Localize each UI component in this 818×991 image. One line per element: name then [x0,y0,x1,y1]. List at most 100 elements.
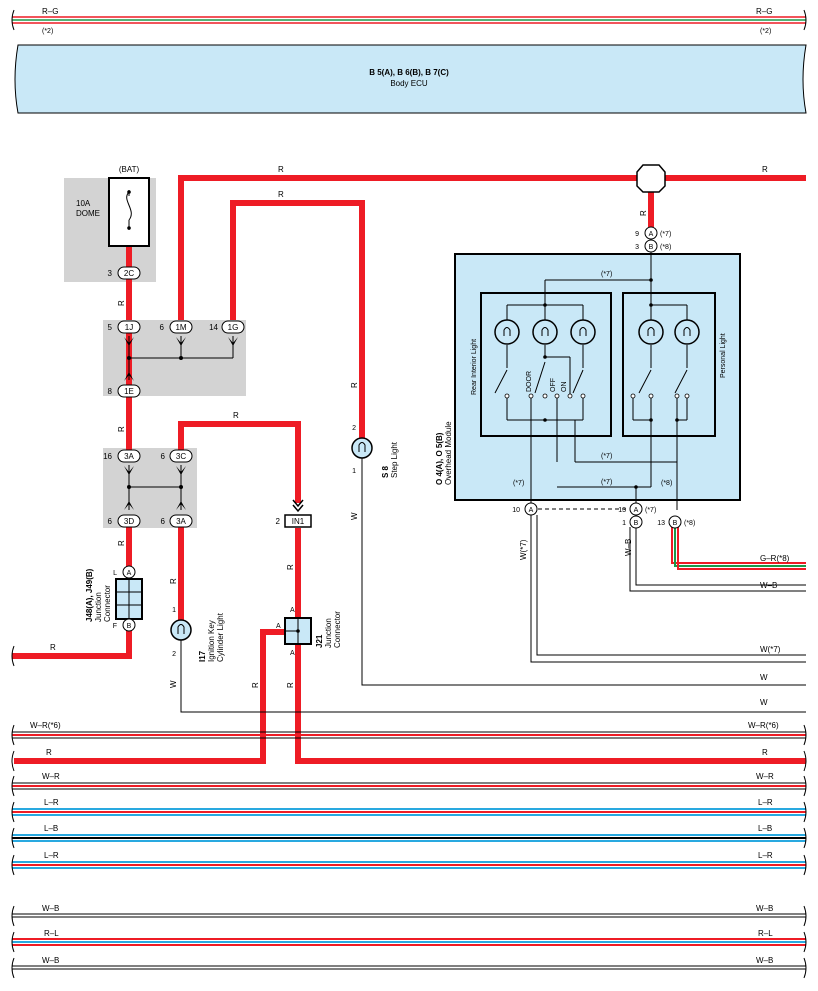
om-code: O 4(A), O 5(B) [435,432,444,485]
black-wires [180,458,806,713]
top-bus: R–G R–G (*2) (*2) [12,7,806,35]
j48-code: J48(A), J49(B) [85,568,94,622]
body-ecu-code: B 5(A), B 6(B), B 7(C) [369,68,449,77]
pin-3a-bottom-num: 6 [161,517,166,526]
wire-label-w7: W(*7) [760,645,781,654]
j48-pin-top-letter: L [113,570,117,577]
wire-label-vw1: W [169,680,178,688]
step-code: S 8 [381,465,390,478]
bus-3-right: L–R [758,798,773,807]
pin-3d-num: 6 [108,517,113,526]
om-bot-pin-a13-note: (*7) [645,507,656,514]
ignition-name-2: Cylinder Light [216,612,225,662]
om-bot-pin-b13-num: 13 [657,520,665,527]
switch-off: OFF [550,378,557,392]
om-bot-pin-a13-num: 13 [618,507,626,514]
wire-label-r1: R [278,165,284,174]
fuse-rating: 10A [76,199,91,208]
om-top-pin-a-note: (*7) [660,231,671,238]
pin-2c-num: 3 [108,269,113,278]
wire-label-r2: R [762,165,768,174]
om-bot-pin-a10: A [529,507,534,514]
om-top-pin-b-num: 3 [635,244,639,251]
top-bus-label-left: R–G [42,7,58,16]
pin-1e: 1E [124,387,134,396]
om-bot-pin-b13: B [673,520,678,527]
step-light: 2 1 S 8 Step Light [351,425,399,478]
om-note7-low: (*7) [601,479,612,486]
wire-label-vr7: R [251,682,260,688]
pin-1m: 1M [175,323,186,332]
om-bot-pin-b13-note: (*8) [684,520,695,527]
j48-pin-bottom-letter: F [113,623,117,630]
pin-2c: 2C [124,269,134,278]
om-top-pin-a-num: 9 [635,231,639,238]
wire-label-r5: R [50,643,56,652]
body-ecu-name: Body ECU [390,79,428,88]
bus-4-left: L–B [44,824,58,833]
bus-4-right: L–B [758,824,772,833]
top-bus-note-left: (*2) [42,28,53,35]
pin-1m-num: 6 [160,323,165,332]
bus-6-left: W–B [42,904,59,913]
step-pin-bottom: 1 [352,468,356,475]
switch-door: DOOR [526,371,533,392]
j48-pin-bottom: B [127,623,132,630]
om-name: Overhead Module [444,421,453,485]
junction-j48: A L B F J48(A), J49(B) Junction Connecto… [85,565,143,632]
wire-labels: R R R R R G–R(*8) W–B W(*7) W W R R R R … [50,165,790,707]
step-pin-top: 2 [352,425,356,432]
wire-label-vw7: W(*7) [519,539,528,560]
wire-label-vr6: R [286,564,295,570]
wire-label-vr3: R [117,540,126,546]
bus-3-left: L–R [44,798,59,807]
wire-label-vw2: W [350,512,359,520]
junction-j21: A A A J21 Junction Connector [276,607,342,657]
gr-wire [671,527,806,570]
overhead-module: A 9 (*7) B 3 (*8) [435,226,741,529]
pin-3c: 3C [176,452,186,461]
bottom-buses: W–R(*6) W–R(*6) R R W–R W–R L–R L–R L–B … [12,721,806,970]
top-bus-note-right: (*2) [760,28,771,35]
j21-name-1: Junction [324,618,333,648]
om-bot-pin-b1-num: 1 [622,520,626,527]
fuse-source: (BAT) [119,165,140,174]
ignition-light: 1 2 I17 Ignition Key Cylinder Light [170,607,225,662]
splice-octagon [636,164,666,193]
rear-light-label: Rear Interior Light [471,339,478,395]
wire-label-vr4: R [169,578,178,584]
pin-3d: 3D [124,517,134,526]
bus-5-right: L–R [758,851,773,860]
pin-3a-bottom: 3A [176,517,186,526]
om-note8: (*8) [661,480,672,487]
in1-id: IN1 [292,517,305,526]
wire-label-w2: W [760,698,768,707]
wire-label-gr8: G–R(*8) [760,554,790,563]
bus-8-right: W–B [756,956,773,965]
wire-label-vr2: R [117,426,126,432]
pin-3a-top-num: 16 [103,452,112,461]
pin-3a-top: 3A [124,452,134,461]
om-bot-pin-b1: B [634,520,639,527]
bus-8-left: W–B [42,956,59,965]
om-bot-pin-a10-num: 10 [512,507,520,514]
bus-break-marks [11,9,807,979]
pin-1g: 1G [228,323,239,332]
om-top-pin-b-note: (*8) [660,244,671,251]
wire-label-r3: R [278,190,284,199]
bus-0-right: W–R(*6) [748,721,779,730]
j48-name-1: Junction [94,592,103,622]
om-top-pin-a: A [649,231,654,238]
wire-label-w1: W [760,673,768,682]
bus-0-left: W–R(*6) [30,721,61,730]
pin-1g-num: 14 [209,323,218,332]
pin-1j: 1J [125,323,133,332]
j21-name-2: Connector [333,611,342,648]
j21-code: J21 [315,634,324,648]
bus-7-left: R–L [44,929,59,938]
wire-label-wb: W–B [760,581,777,590]
om-note7-mid: (*7) [601,453,612,460]
wire-label-vr8: R [286,682,295,688]
ignition-pin-top: 1 [172,607,176,614]
